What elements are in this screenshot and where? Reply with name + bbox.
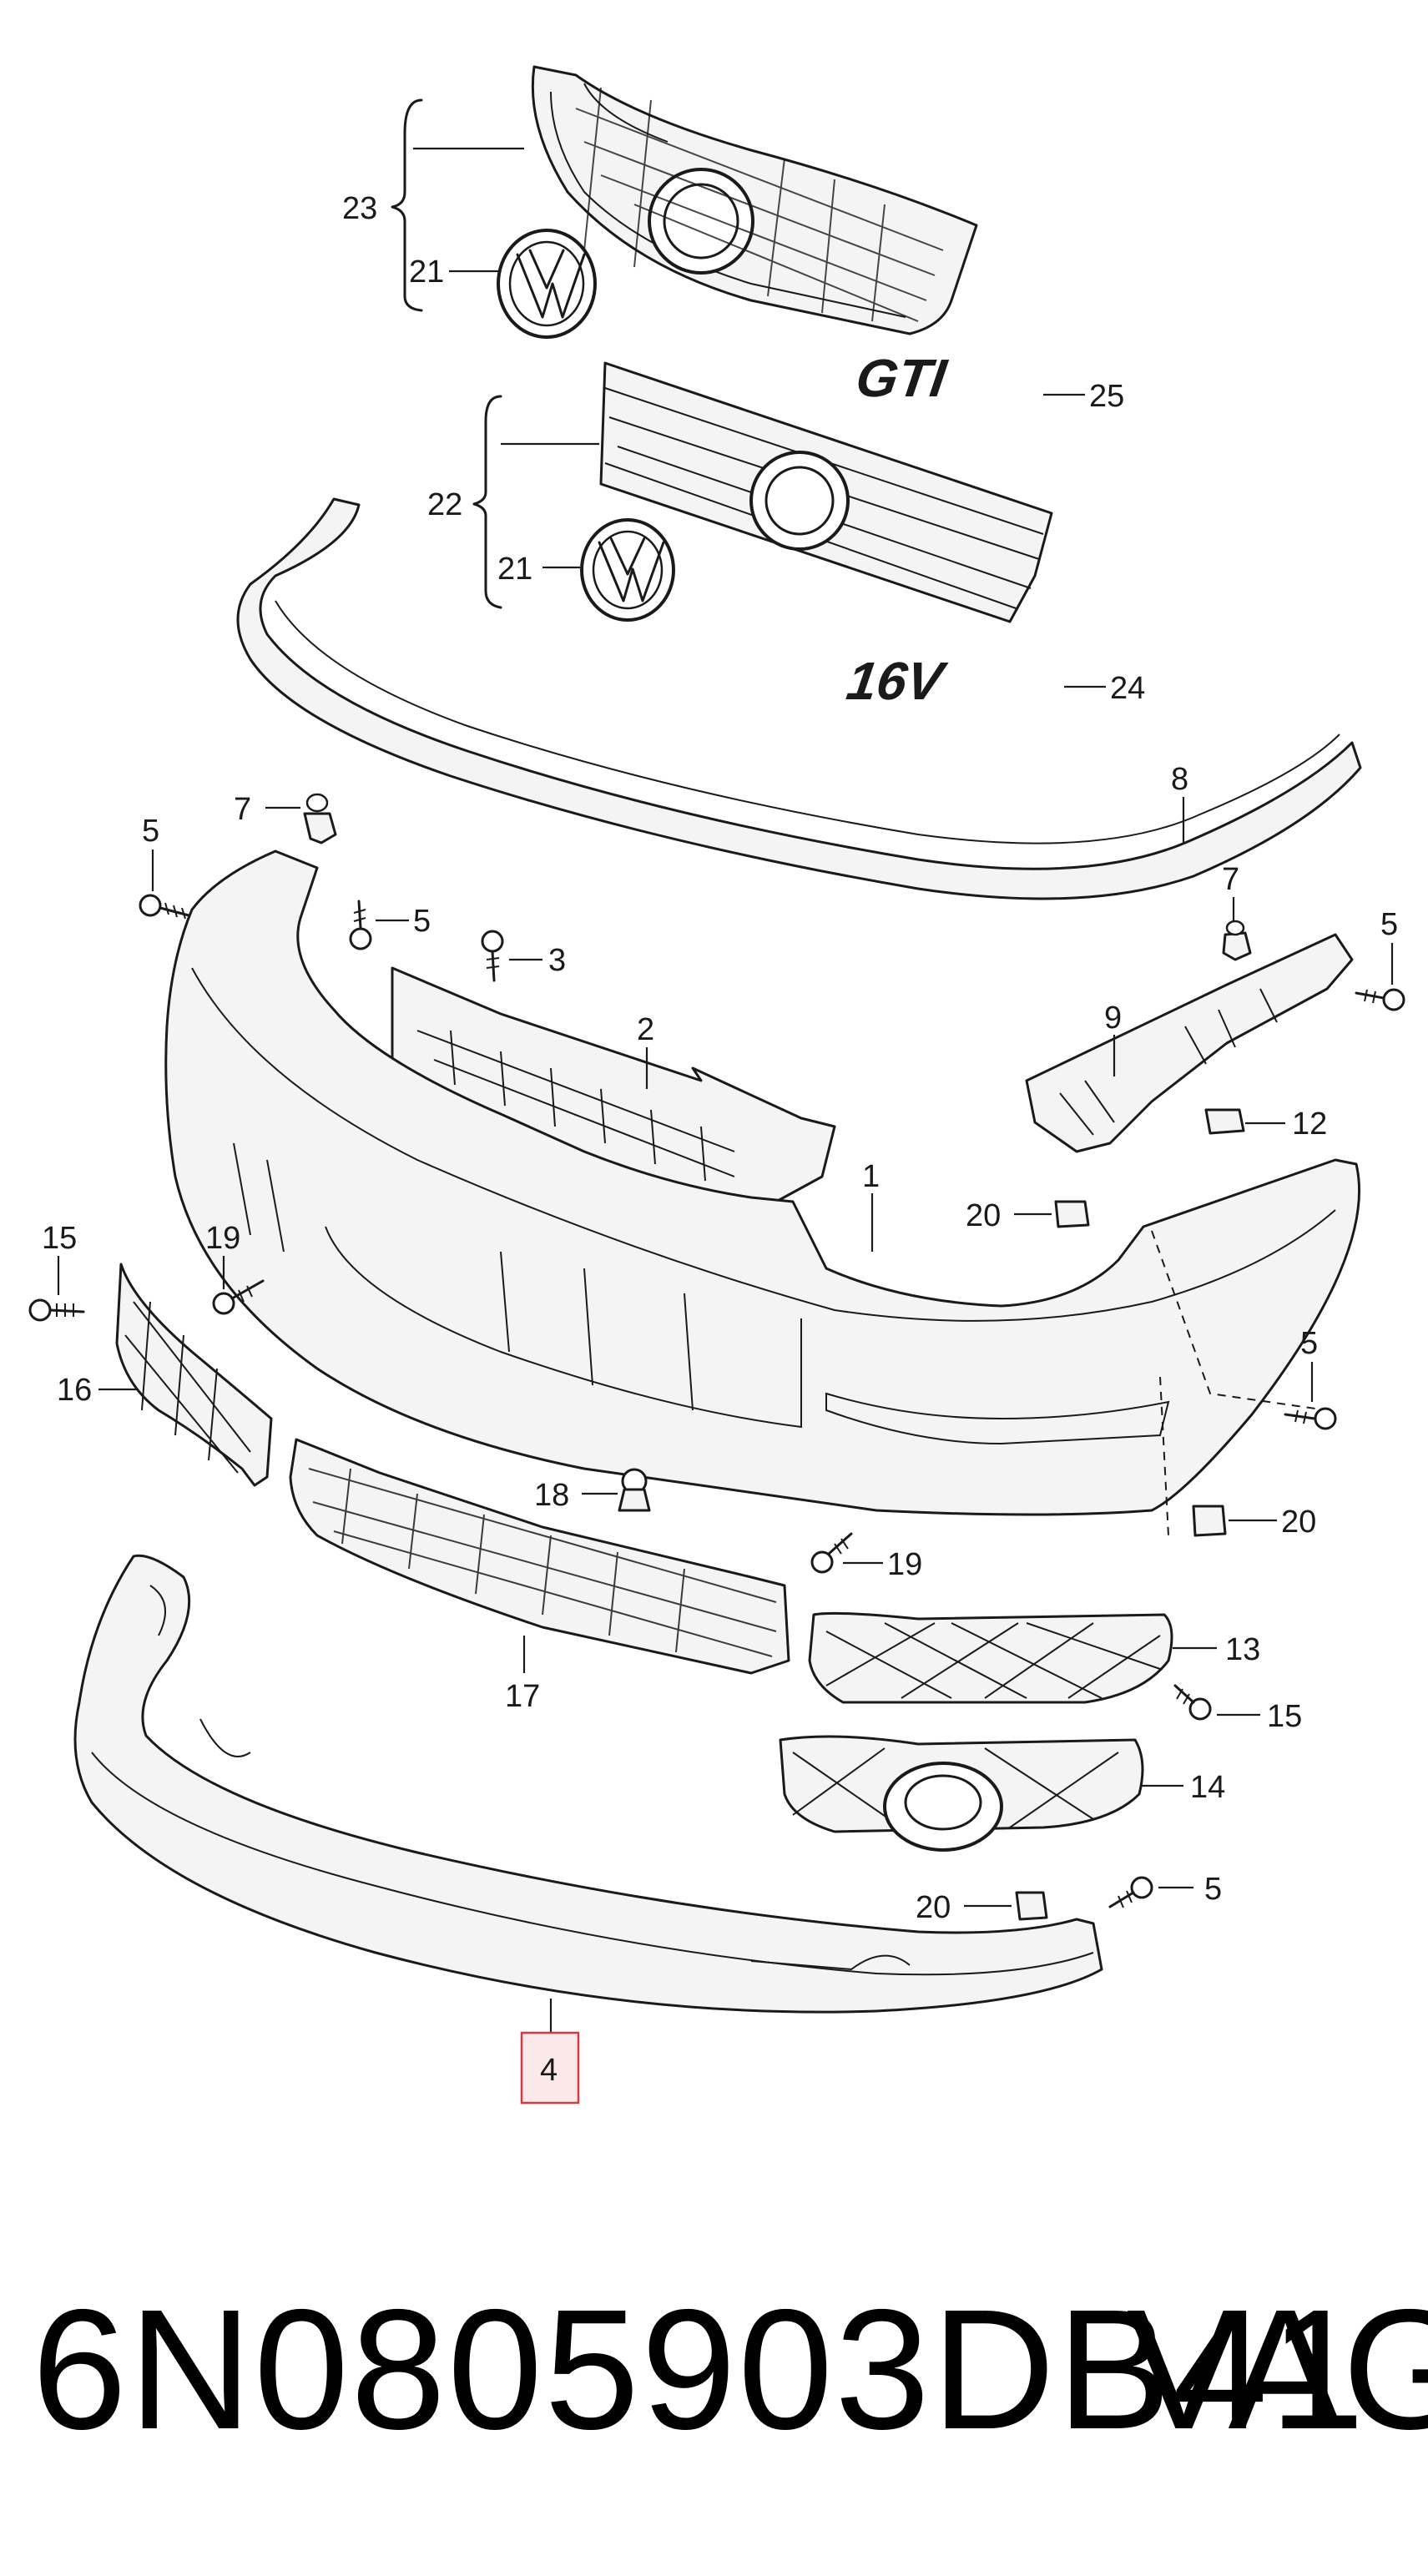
grille-honeycomb-23 <box>531 65 978 335</box>
callout-5-a: 5 <box>142 814 159 849</box>
callout-16: 16 <box>57 1373 92 1408</box>
callout-9: 9 <box>1104 1001 1122 1036</box>
footer: 6N0805903DB41 VAG <box>0 2270 1428 2487</box>
callout-17: 17 <box>505 1679 540 1714</box>
callout-3: 3 <box>548 943 566 978</box>
clip-nut-20c <box>1015 1891 1048 1921</box>
clip-7b <box>1222 920 1252 961</box>
callout-4: 4 <box>540 2053 558 2088</box>
clip-nut-18 <box>618 1468 651 1512</box>
lower-spoiler-4 <box>73 1554 1103 2014</box>
callout-13: 13 <box>1225 1632 1260 1667</box>
exploded-parts-diagram: 23 21 GTI 25 22 21 16V 24 8 <box>28 65 1405 2105</box>
vw-emblem-21a <box>497 229 597 339</box>
callout-24: 24 <box>1110 671 1145 706</box>
screw-5e <box>1108 1876 1153 1908</box>
callout-23: 23 <box>342 191 377 226</box>
badge-16v-24: 16V <box>843 651 951 711</box>
side-grille-16 <box>115 1263 273 1487</box>
callout-20-c: 20 <box>916 1890 951 1925</box>
bumper-cover-1 <box>164 849 1361 1516</box>
screw-5c <box>1355 988 1405 1011</box>
callout-15-b: 15 <box>1267 1699 1302 1734</box>
screw-15b <box>1173 1684 1212 1721</box>
center-grille-17 <box>289 1438 790 1675</box>
gti-badge-25: GTI <box>852 348 951 408</box>
svg-text:GTI: GTI <box>852 348 951 408</box>
callout-1: 1 <box>862 1159 880 1194</box>
clip-nut-20a <box>1054 1200 1090 1228</box>
foglight-grille-14 <box>779 1735 1144 1852</box>
mesh-grille-13 <box>808 1611 1173 1704</box>
screw-15a <box>28 1298 85 1322</box>
callout-22: 22 <box>427 487 462 522</box>
brand-name: VAG <box>1127 2274 1428 2465</box>
callout-12: 12 <box>1292 1107 1327 1142</box>
vw-emblem-21b <box>580 518 675 622</box>
callout-19-b: 19 <box>887 1547 922 1582</box>
callout-7-left: 7 <box>234 792 251 827</box>
trim-strip-8 <box>236 497 1362 900</box>
svg-text:16V: 16V <box>843 651 951 711</box>
screw-3 <box>481 930 504 982</box>
part-number: 6N0805903DB41 <box>32 2274 1366 2465</box>
highlight-box-4 <box>520 2031 580 2105</box>
callout-18: 18 <box>534 1478 569 1513</box>
callout-7-right: 7 <box>1222 862 1239 897</box>
callout-25: 25 <box>1089 379 1124 414</box>
grille-bars-22 <box>599 361 1053 623</box>
callout-21-mid: 21 <box>497 552 532 587</box>
callout-5-d: 5 <box>1300 1326 1318 1361</box>
callout-21-top: 21 <box>409 255 444 290</box>
callout-5-c: 5 <box>1380 907 1398 942</box>
screw-19b <box>810 1532 853 1574</box>
screw-5b <box>349 900 372 950</box>
callout-2: 2 <box>637 1012 654 1047</box>
clip-7a <box>303 793 337 844</box>
clip-12 <box>1204 1108 1245 1135</box>
callout-15-a: 15 <box>42 1221 77 1256</box>
callout-14: 14 <box>1190 1770 1225 1805</box>
screw-5a <box>139 894 194 920</box>
callout-20-a: 20 <box>966 1198 1001 1233</box>
screw-5d <box>1284 1407 1337 1430</box>
callout-20-b: 20 <box>1281 1505 1316 1540</box>
callout-5-b: 5 <box>413 904 431 939</box>
side-bracket-9 <box>1025 933 1354 1153</box>
screw-19a <box>212 1279 265 1315</box>
callout-8: 8 <box>1171 762 1188 797</box>
callout-19-a: 19 <box>205 1221 240 1256</box>
callout-5-e: 5 <box>1204 1872 1222 1907</box>
clip-nut-20b <box>1192 1505 1227 1537</box>
